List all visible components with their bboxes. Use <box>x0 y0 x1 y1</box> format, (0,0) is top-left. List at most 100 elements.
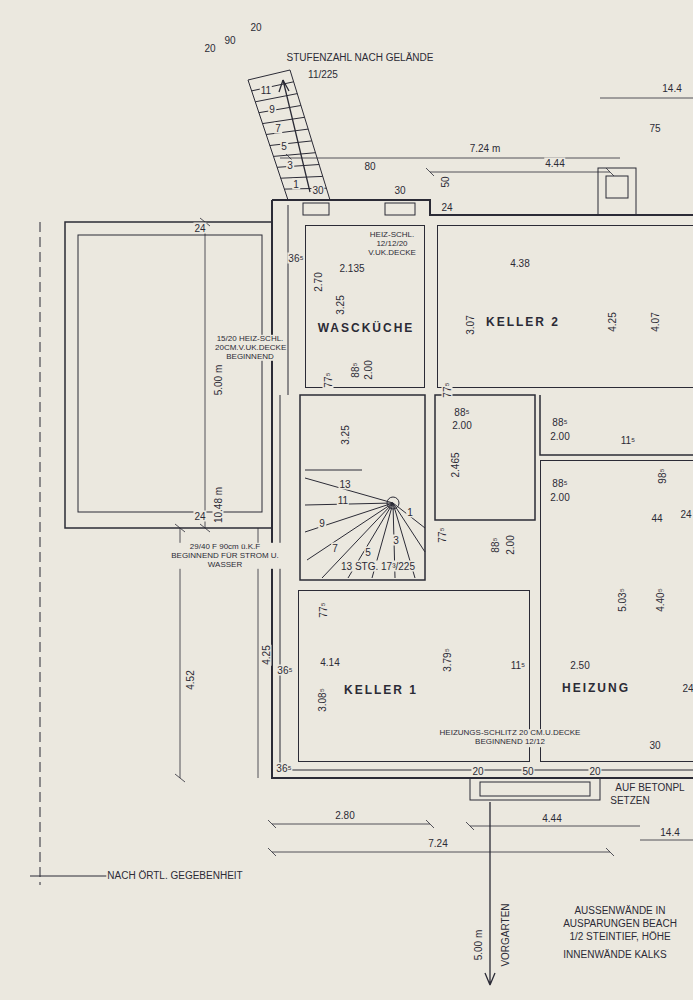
dimension-label: 11⁵ <box>510 660 527 671</box>
stair-arrow <box>279 80 310 192</box>
dimension-label: 3.25 <box>335 294 346 315</box>
dimension-label: 80 <box>363 161 376 172</box>
outside-stair <box>248 70 330 200</box>
dimension-label: 11 <box>337 495 349 506</box>
dimension-label: 9 <box>268 104 276 115</box>
pit-outer <box>65 222 272 528</box>
dimension-label: 1 <box>406 507 414 518</box>
dimension-label: 7 <box>274 123 282 134</box>
dimension-label: 10.48 m <box>213 486 224 524</box>
dimension-label: INNENWÄNDE KALKS <box>562 949 667 960</box>
dimension-label: 77⁵ <box>437 526 448 543</box>
dimension-label: 77⁵ <box>318 601 329 618</box>
stair-outline <box>248 70 330 200</box>
dimension-label: 3.08⁵ <box>317 687 328 713</box>
dimension-label: 88⁵ <box>350 361 361 378</box>
dimension-label: HEIZUNGS-SCHLITZ 20 CM.U.DECKE BEGINNEND… <box>414 729 606 747</box>
dimension-label: 4.44 <box>544 158 565 169</box>
dimension-label: 4.07 <box>650 311 661 332</box>
dimension-label: 20 <box>203 43 216 54</box>
dimension-label: 88⁵ <box>551 417 568 428</box>
dimension-label: 7 <box>331 543 339 554</box>
dimension-label: 3.79⁵ <box>442 647 453 673</box>
dimension-lines <box>175 98 693 856</box>
dimension-label: 30 <box>311 185 324 196</box>
dimension-label: 15/20 HEIZ-SCHL. 20CM.V.UK.DECKE BEGINNE… <box>214 335 286 361</box>
dimension-label: 11/225 <box>307 69 339 80</box>
boundary-dashed <box>40 222 41 885</box>
spiral-stair <box>305 470 425 578</box>
dimension-label: 13 STG. 17³/225 <box>340 561 416 572</box>
dimension-label: 1/2 STEINTIEF, HÖHE <box>568 931 671 942</box>
dimension-label: 50 <box>440 175 451 188</box>
dimension-label: 14.4 <box>659 827 680 838</box>
dimension-label: 30 <box>393 185 406 196</box>
dimension-label: 88⁵ <box>490 536 501 553</box>
site-line <box>30 876 110 877</box>
dimension-label: 4.44 <box>541 813 562 824</box>
dimension-label: 90 <box>223 35 236 46</box>
dimension-label: 11⁵ <box>620 435 637 446</box>
dimension-label: 50 <box>521 766 534 777</box>
dimension-label: 24 <box>440 202 453 213</box>
dimension-label: 88⁵ <box>453 407 470 418</box>
dimension-label: NACH ÖRTL. GEGEBENHEIT <box>106 870 243 881</box>
dimension-label: 75 <box>648 123 661 134</box>
dim-line <box>180 98 693 852</box>
dimension-label: 88⁵ <box>551 478 568 489</box>
dimension-label: 1 <box>292 179 300 190</box>
dimension-label: HEIZ-SCHL. 12/12/20 V.UK.DECKE <box>360 231 424 257</box>
dimension-label: 2.465 <box>450 451 461 478</box>
dimension-label: 20 <box>249 22 262 33</box>
dimension-label: AUSSENWÄNDE IN <box>573 905 666 916</box>
outer-wall-inner <box>280 205 693 770</box>
dimension-label: VORGARTEN <box>500 902 511 967</box>
site-lines <box>30 222 600 985</box>
chimney-flue <box>606 176 628 198</box>
dimension-label: 5 <box>364 547 372 558</box>
dimension-label: 4.25 <box>261 644 272 665</box>
dimension-label: 29/40 F 90cm ü.K.F BEGINNEND FÜR STROM U… <box>169 543 281 569</box>
dimension-label: 3 <box>392 535 400 546</box>
dimension-label: 2.00 <box>549 431 570 442</box>
chimneys <box>303 168 636 215</box>
chimney <box>598 168 636 215</box>
room-name: HEIZUNG <box>560 682 632 695</box>
outer-wall <box>272 200 693 778</box>
dimension-label: 2.00 <box>549 492 570 503</box>
dimension-label: 7.24 m <box>469 143 502 154</box>
chimney <box>303 203 329 215</box>
dimension-label: 36⁵ <box>276 665 293 676</box>
dimension-label: AUF BETONPL <box>614 782 685 793</box>
terrace-pit <box>65 222 272 528</box>
dimension-label: 2.00 <box>451 420 472 431</box>
dimension-label: AUSPARUNGEN BEACH <box>562 918 678 929</box>
dimension-label: 14.4 <box>661 83 682 94</box>
dimension-label: 36⁵ <box>275 763 292 774</box>
dimension-label: 24 <box>681 683 693 694</box>
dimension-label: 5 <box>280 141 288 152</box>
dimension-label: 2.70 <box>313 271 324 292</box>
room-name: KELLER 1 <box>342 684 420 697</box>
dimension-label: 4.52 <box>185 669 196 690</box>
spiral-treads <box>305 470 425 578</box>
stair-room <box>300 395 425 580</box>
dimension-label: 77⁵ <box>323 371 334 388</box>
vorgarten-arrow <box>485 802 495 985</box>
chimney <box>385 203 415 215</box>
dimension-label: 3 <box>286 160 294 171</box>
dimension-label: 30 <box>648 740 661 751</box>
dimension-label: 44 <box>650 513 663 524</box>
dimension-label: SETZEN <box>609 795 650 806</box>
room-name: KELLER 2 <box>484 316 562 329</box>
dimension-label: 98⁵ <box>657 467 668 484</box>
entry-step-inner <box>480 782 590 796</box>
dimension-label: 5.03⁵ <box>617 587 628 613</box>
dimension-label: 3.07 <box>465 314 476 335</box>
dimension-label: 5.00 m <box>473 929 484 962</box>
walls <box>272 200 693 778</box>
dimension-label: 3.25 <box>340 424 351 445</box>
dimension-label: 2.00 <box>505 534 516 555</box>
dimension-label: 4.14 <box>319 657 340 668</box>
